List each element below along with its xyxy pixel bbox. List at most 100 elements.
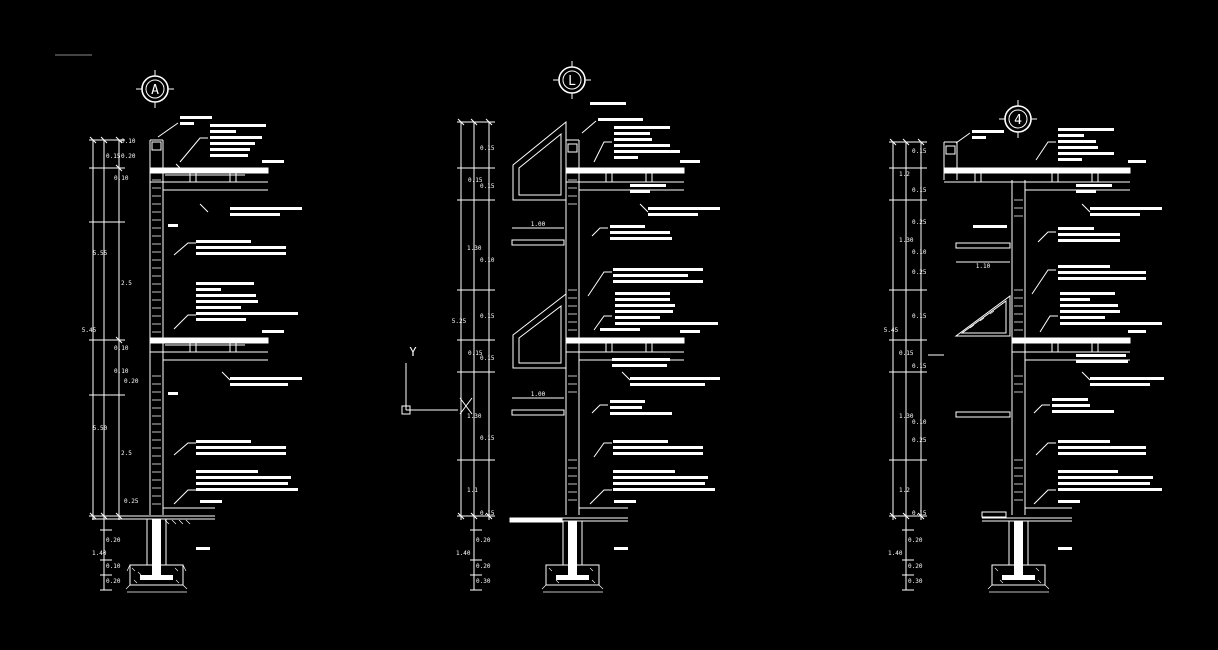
section-4: 4 1.10 bbox=[884, 100, 1164, 593]
dim-4-labels: 5.45 0.15 1.2 0.15 0.25 1.30 0.10 0.25 0… bbox=[884, 148, 927, 585]
dim-l-found-1: 1.40 bbox=[456, 550, 471, 557]
dim-a-found-4: 0.20 bbox=[106, 578, 121, 585]
dim-4-found-3: 0.20 bbox=[908, 563, 923, 570]
dim-l-inner-7: 0.15 bbox=[468, 350, 483, 357]
dim-4-found-2: 0.20 bbox=[908, 537, 923, 544]
leaders-4 bbox=[955, 132, 1091, 505]
section-l: L 1.00 1.00 bbox=[452, 61, 720, 593]
ucs-y-label: Y bbox=[409, 345, 417, 359]
canopy-width-4-1: 1.10 bbox=[976, 263, 991, 270]
dim-a-inner-5: 2.5 bbox=[121, 280, 132, 287]
dim-4-inner-15: 0.15 bbox=[912, 510, 927, 517]
dim-a-outer-1: 5.55 bbox=[93, 250, 108, 257]
section-marker-l: L bbox=[553, 61, 591, 99]
dim-l-inner-4: 1.30 bbox=[467, 245, 482, 252]
ground-4 bbox=[981, 507, 1072, 522]
dim-4-inner-2: 1.2 bbox=[899, 171, 910, 178]
dim-l-inner-12: 0.15 bbox=[480, 510, 495, 517]
dim-l-inner-1: 0.15 bbox=[480, 145, 495, 152]
dim-4-inner-10: 0.15 bbox=[912, 363, 927, 370]
dim-l-inner-6: 0.15 bbox=[480, 313, 495, 320]
dim-l-outer-1: 5.25 bbox=[452, 318, 467, 325]
dim-l-inner-8: 0.15 bbox=[480, 355, 495, 362]
shelf-4-upper: 1.10 bbox=[955, 242, 1011, 270]
foundation-4 bbox=[987, 521, 1050, 593]
dim-a-outer-2: 5.50 bbox=[93, 425, 108, 432]
dim-a-inner-10: 0.25 bbox=[124, 498, 139, 505]
canopy-width-l-1: 1.00 bbox=[531, 221, 546, 228]
annotations-4 bbox=[972, 128, 1164, 550]
section-marker-l-label: L bbox=[568, 74, 576, 89]
dim-a-inner-8: 0.10 bbox=[114, 368, 129, 375]
slab-l-upper bbox=[565, 167, 685, 191]
dim-4-found-1: 1.40 bbox=[888, 550, 903, 557]
dim-4-inner-4: 0.25 bbox=[912, 219, 927, 226]
dim-4-outer bbox=[889, 138, 944, 591]
dim-a-found-1: 1.40 bbox=[92, 550, 107, 557]
dim-l-found-4: 0.30 bbox=[476, 578, 491, 585]
leaders-a bbox=[157, 122, 231, 505]
slab-a-upper bbox=[149, 167, 269, 191]
annotations-l bbox=[590, 102, 720, 550]
dim-a-labels: 5.55 5.50 5.45 0.10 0.15 0.20 0.10 2.5 0… bbox=[82, 138, 139, 585]
dim-a-inner-1: 0.10 bbox=[121, 138, 136, 145]
wall-a-blocks bbox=[152, 179, 161, 505]
ucs-icon: Y bbox=[401, 345, 473, 415]
dim-4-inner-14: 1.2 bbox=[899, 487, 910, 494]
slab-a-lower bbox=[149, 337, 269, 361]
dim-a-inner-3: 0.20 bbox=[121, 153, 136, 160]
canopy-l-upper bbox=[512, 120, 567, 201]
dim-4-inner-1: 0.15 bbox=[912, 148, 927, 155]
dim-a-found-3: 0.10 bbox=[106, 563, 121, 570]
dim-l-inner-5: 0.10 bbox=[480, 257, 495, 264]
dim-4-inner-13: 0.25 bbox=[912, 437, 927, 444]
section-a: A bbox=[82, 70, 302, 593]
brace-4 bbox=[954, 295, 1011, 337]
dim-4-inner-5: 1.30 bbox=[899, 237, 914, 244]
shelf-4-lower bbox=[955, 411, 1011, 418]
dim-a-inner-7: 0.20 bbox=[124, 378, 139, 385]
foundation-l bbox=[541, 521, 604, 593]
dim-l-found-2: 0.20 bbox=[476, 537, 491, 544]
dim-4-inner-11: 1.30 bbox=[899, 413, 914, 420]
dim-l-inner-3: 0.15 bbox=[480, 183, 495, 190]
dim-4-inner-6: 0.10 bbox=[912, 249, 927, 256]
canopy-width-l-2: 1.00 bbox=[531, 391, 546, 398]
dim-a-inner-2: 0.15 bbox=[106, 153, 121, 160]
section-marker-a: A bbox=[136, 70, 174, 108]
dim-4-found-4: 0.30 bbox=[908, 578, 923, 585]
section-marker-4: 4 bbox=[999, 100, 1037, 138]
dim-4-inner-8: 0.15 bbox=[912, 313, 927, 320]
dim-4-inner-12: 0.10 bbox=[912, 419, 927, 426]
shelf-l-upper: 1.00 bbox=[511, 221, 565, 246]
dim-a-outer-3: 5.45 bbox=[82, 327, 97, 334]
dim-l-labels: 5.25 0.15 0.15 0.15 1.30 0.10 0.15 0.15 … bbox=[452, 145, 495, 585]
dim-l-inner-9: 1.30 bbox=[467, 413, 482, 420]
dim-l-outer bbox=[457, 118, 495, 591]
dim-4-inner-9: 0.15 bbox=[899, 350, 914, 357]
shelf-l-lower: 1.00 bbox=[511, 391, 565, 416]
leaders-l bbox=[581, 120, 649, 505]
dim-4-inner-7: 0.25 bbox=[912, 269, 927, 276]
dim-a-inner-4: 0.10 bbox=[114, 175, 129, 182]
dim-a-inner-9: 2.5 bbox=[121, 450, 132, 457]
parapet-4 bbox=[943, 141, 958, 180]
dim-l-found-3: 0.20 bbox=[476, 563, 491, 570]
dim-a-inner-6: 0.10 bbox=[114, 345, 129, 352]
wall-a bbox=[149, 139, 164, 515]
dim-4-inner-3: 0.15 bbox=[912, 187, 927, 194]
dim-a-outer bbox=[89, 136, 125, 591]
section-marker-a-label: A bbox=[151, 83, 159, 98]
dim-l-inner-11: 1.1 bbox=[467, 487, 478, 494]
foundation-a bbox=[125, 519, 188, 593]
dim-l-inner-2: 0.15 bbox=[468, 177, 483, 184]
dim-4-outer-1: 5.45 bbox=[884, 327, 899, 334]
section-marker-4-label: 4 bbox=[1014, 113, 1022, 128]
canopy-l-lower bbox=[512, 292, 567, 369]
annotations-a bbox=[168, 116, 302, 550]
dim-a-found-2: 0.20 bbox=[106, 537, 121, 544]
dim-l-inner-10: 0.15 bbox=[480, 435, 495, 442]
wall-4 bbox=[1011, 180, 1026, 515]
